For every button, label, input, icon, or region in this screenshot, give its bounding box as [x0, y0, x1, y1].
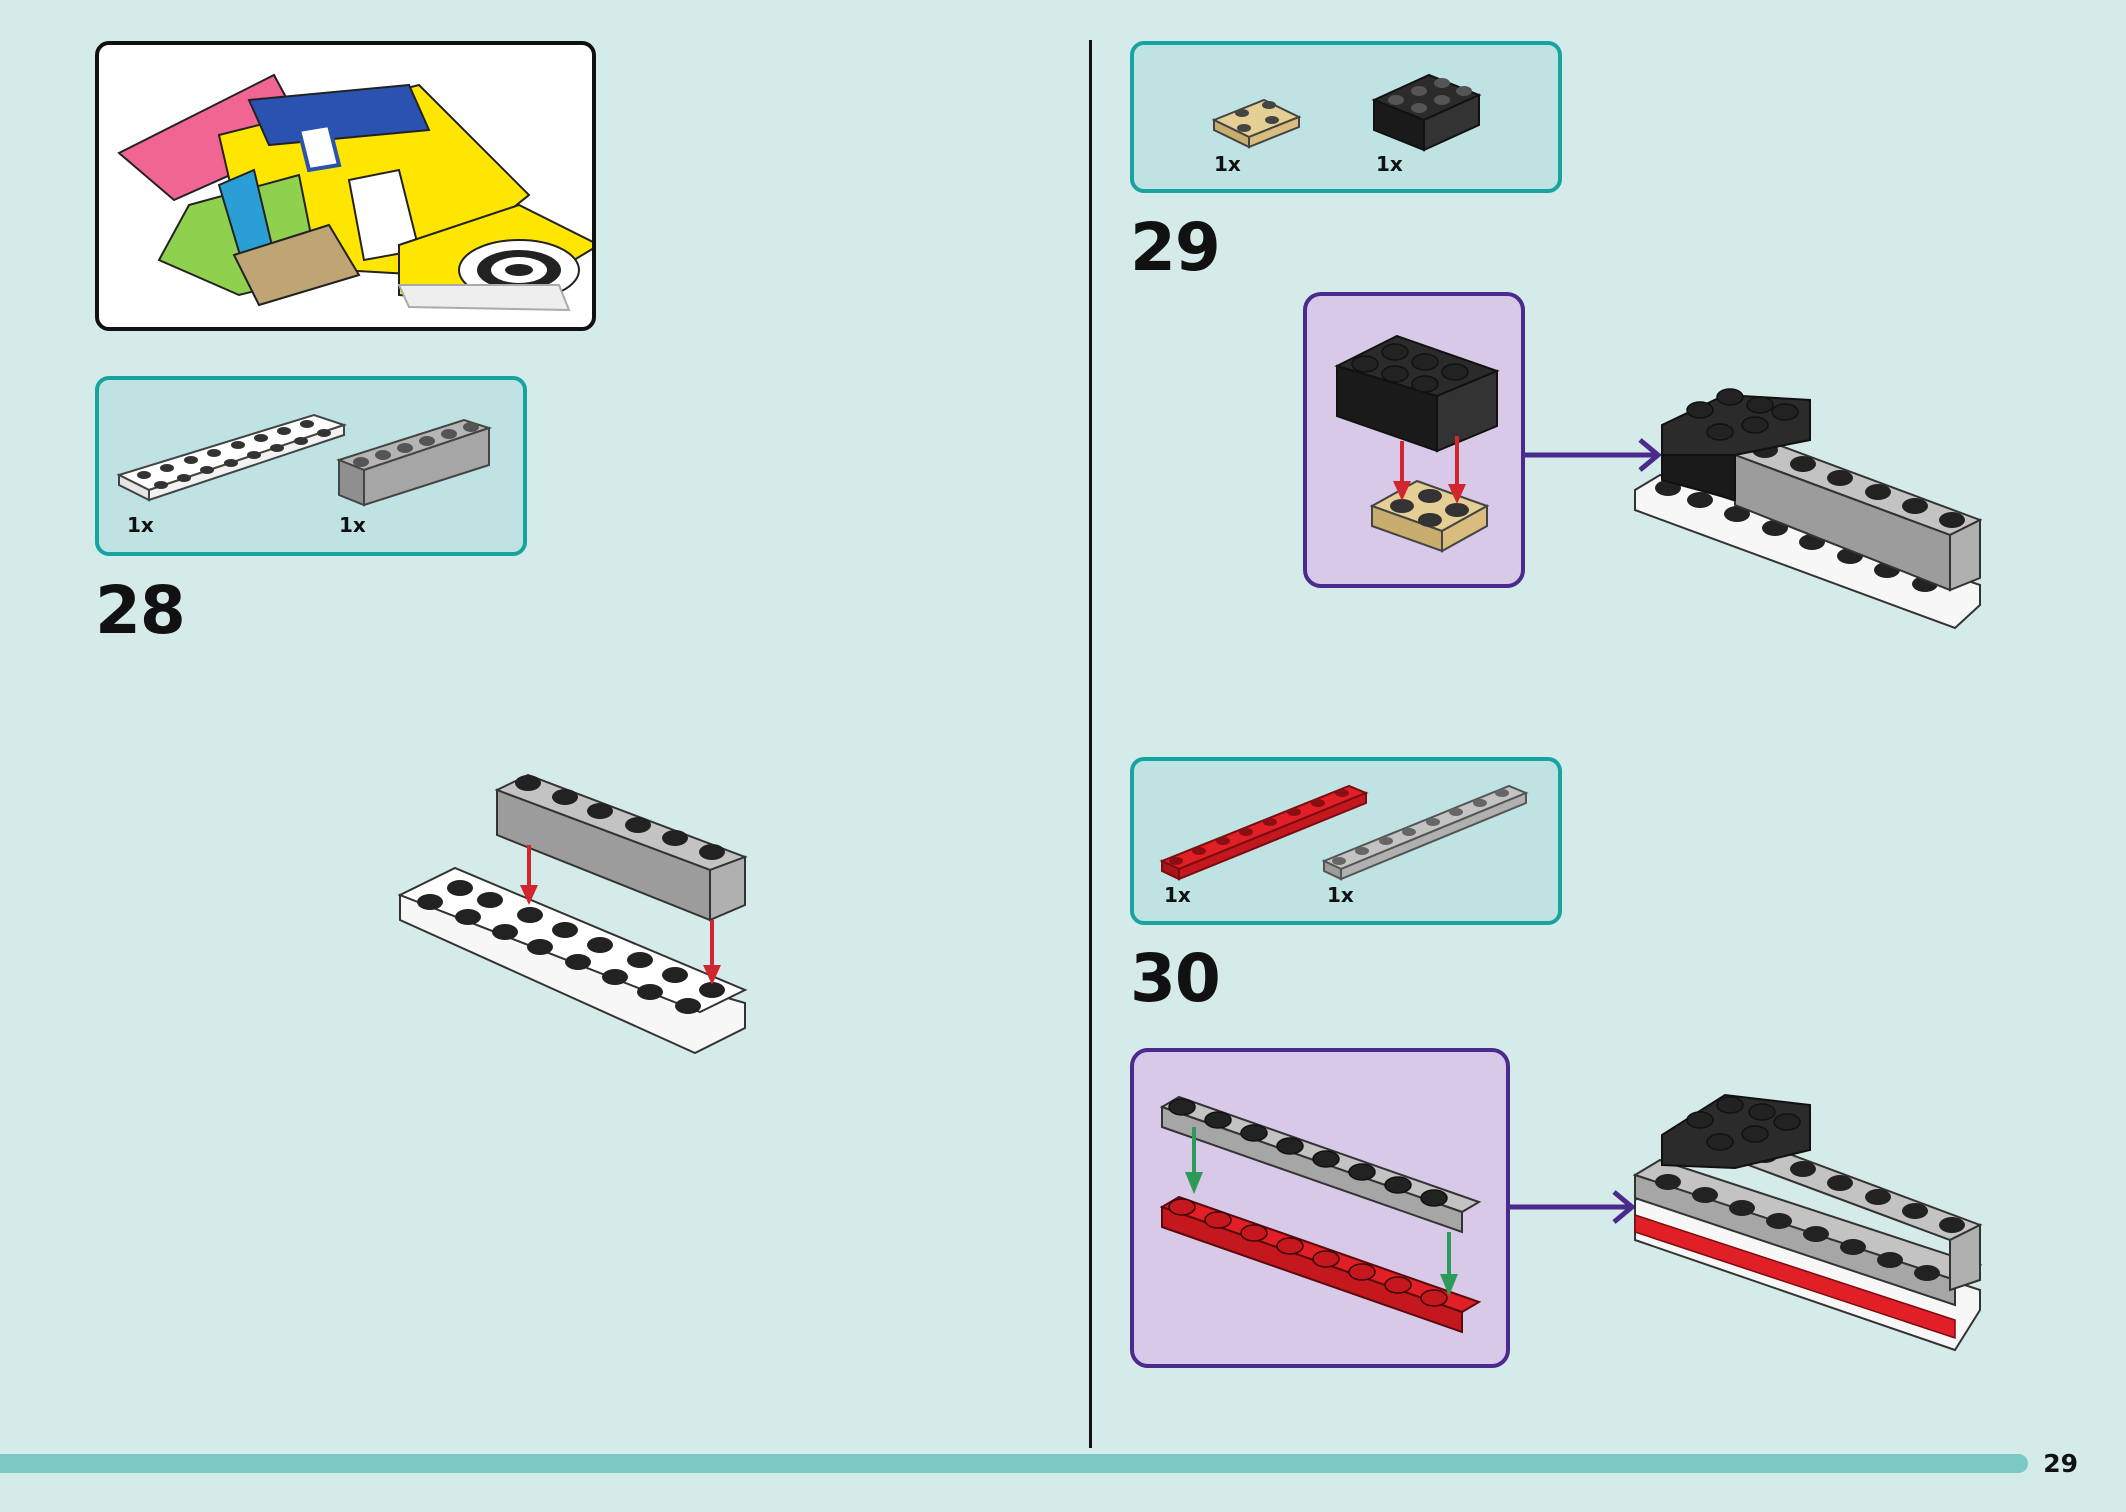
subassembly-callout-step-29	[1303, 292, 1525, 588]
completed-model-preview	[95, 41, 596, 331]
step-number: 30	[1130, 940, 1221, 1017]
skate-ramp-model-image	[117, 73, 592, 312]
part-quantity: 1x	[1164, 883, 1191, 907]
part-quantity: 1x	[1214, 152, 1241, 176]
step-number: 29	[1130, 209, 1221, 286]
subassembly-illustration	[1159, 1095, 1482, 1334]
part-quantity: 1x	[1327, 883, 1354, 907]
parts-illustration	[1211, 73, 1482, 152]
parts-callout-step-29: 1x 1x	[1130, 41, 1562, 193]
parts-callout-step-28: 1x 1x	[95, 376, 527, 556]
parts-illustration	[1159, 784, 1529, 881]
parts-callout-step-30: 1x 1x	[1130, 757, 1562, 925]
page-number: 29	[2043, 1449, 2078, 1478]
part-quantity: 1x	[339, 513, 366, 537]
part-quantity: 1x	[127, 513, 154, 537]
progress-bar	[0, 1454, 2028, 1473]
subassembly-illustration	[1334, 334, 1500, 553]
page-divider	[1089, 40, 1092, 1448]
part-quantity: 1x	[1376, 152, 1403, 176]
parts-illustration	[116, 413, 493, 507]
step-number: 28	[95, 572, 186, 649]
subassembly-callout-step-30	[1130, 1048, 1510, 1368]
